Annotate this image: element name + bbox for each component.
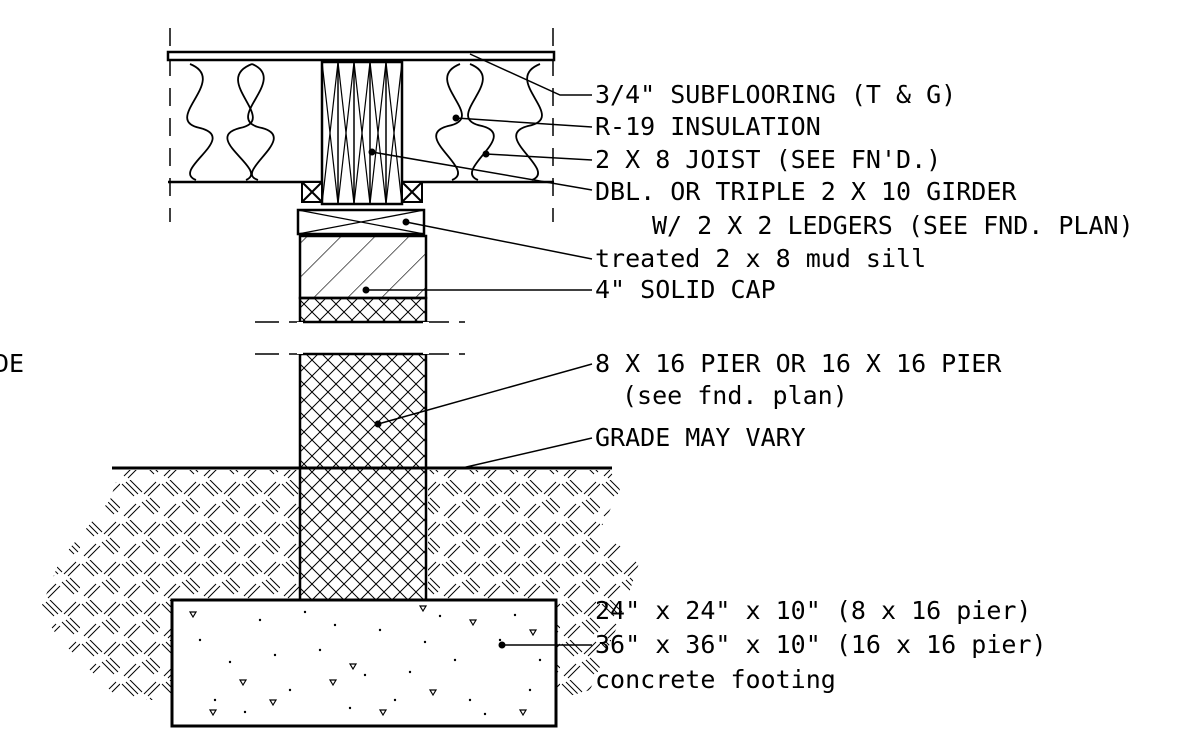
pier-upper-stub [298,296,428,324]
insulation-batts [186,63,543,181]
label-footing-line2: 36" x 36" x 10" (16 x 16 pier) [595,630,1047,659]
label-solid-cap: 4" SOLID CAP [595,275,776,304]
concrete-footing [170,598,558,728]
leader-subflooring [469,53,592,96]
label-girder-line2: W/ 2 X 2 LEDGERS (SEE FND. PLAN) [652,211,1134,240]
pier-body [298,352,428,602]
leader-girder [371,151,593,191]
leader-pier [377,363,593,425]
floor-system [166,28,556,236]
leader-insulation [455,117,593,128]
label-mud-sill: treated 2 x 8 mud sill [595,244,926,273]
label-pier-line2: (see fnd. plan) [622,381,848,410]
label-footing-line1: 24" x 24" x 10" (8 x 16 pier) [595,596,1032,625]
label-subflooring: 3/4" SUBFLOORING (T & G) [595,80,956,109]
label-footing-line3: concrete footing [595,665,836,694]
label-cut-off-left: DE [0,349,24,378]
label-pier-line1: 8 X 16 PIER OR 16 X 16 PIER [595,349,1002,378]
subflooring [166,50,556,62]
leader-joist [485,153,593,161]
label-joist: 2 X 8 JOIST (SEE FN'D.) [595,145,941,174]
pier [255,234,465,602]
girder [320,60,404,206]
leader-grade [461,437,593,469]
label-insulation: R-19 INSULATION [595,112,821,141]
leader-lines [366,53,593,646]
label-girder-line1: DBL. OR TRIPLE 2 X 10 GIRDER [595,177,1017,206]
label-grade: GRADE MAY VARY [595,423,806,452]
ledgers [301,181,423,203]
labels: 3/4" SUBFLOORING (T & G) R-19 INSULATION… [0,80,1134,694]
leader-mud-sill [405,221,593,260]
leader-dots [362,114,506,649]
mud-sill [296,208,426,236]
